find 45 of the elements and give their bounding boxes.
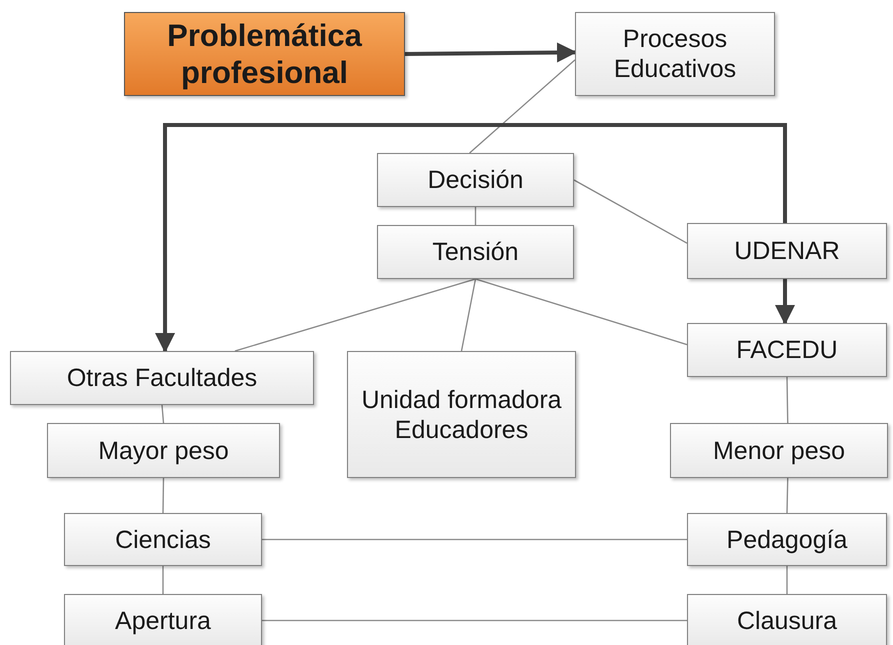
box-label: Mayor peso	[98, 436, 229, 466]
box-label: FACEDU	[736, 335, 838, 365]
arrow	[155, 123, 787, 353]
arrow	[404, 42, 577, 62]
box-label: UDENAR	[734, 236, 840, 266]
box-label: Tensión	[432, 237, 519, 267]
process-box	[64, 594, 262, 645]
process-box	[670, 423, 888, 478]
box-label: Otras Facultades	[66, 363, 258, 393]
process-box	[687, 323, 887, 377]
connector-line	[161, 404, 164, 424]
box-label: Problemática profesional	[166, 16, 363, 92]
process-box	[347, 351, 576, 478]
process-box	[575, 12, 775, 96]
box-label: Menor peso	[712, 436, 846, 466]
box-label: Pedagogía	[726, 524, 848, 554]
process-box	[64, 513, 262, 566]
connector-line	[234, 278, 476, 352]
connector-line	[475, 278, 688, 346]
connector-line	[460, 278, 476, 352]
connector-line	[786, 478, 788, 514]
process-box	[47, 423, 280, 478]
box-label: Clausura	[736, 606, 838, 636]
connector-line	[786, 566, 788, 594]
process-box	[687, 223, 887, 279]
connector-line	[474, 207, 476, 225]
process-box	[687, 513, 887, 566]
box-label: Decisión	[428, 165, 524, 195]
connector-line	[162, 478, 164, 513]
box-label: Unidad formadora Educadores	[360, 384, 563, 444]
connector-line	[574, 179, 688, 244]
process-box	[687, 594, 887, 645]
connector-line	[469, 59, 576, 154]
connector-line	[162, 566, 164, 594]
arrow	[775, 279, 795, 325]
process-box	[377, 225, 574, 279]
process-box	[10, 351, 314, 405]
box-label: Apertura	[115, 606, 211, 636]
process-box	[377, 153, 574, 207]
box-label: Ciencias	[115, 524, 211, 554]
highlight-box	[124, 12, 405, 96]
connector-line	[262, 538, 687, 540]
connector-line	[262, 620, 687, 622]
box-label: Procesos Educativos	[612, 24, 738, 84]
connector-line	[786, 376, 788, 424]
